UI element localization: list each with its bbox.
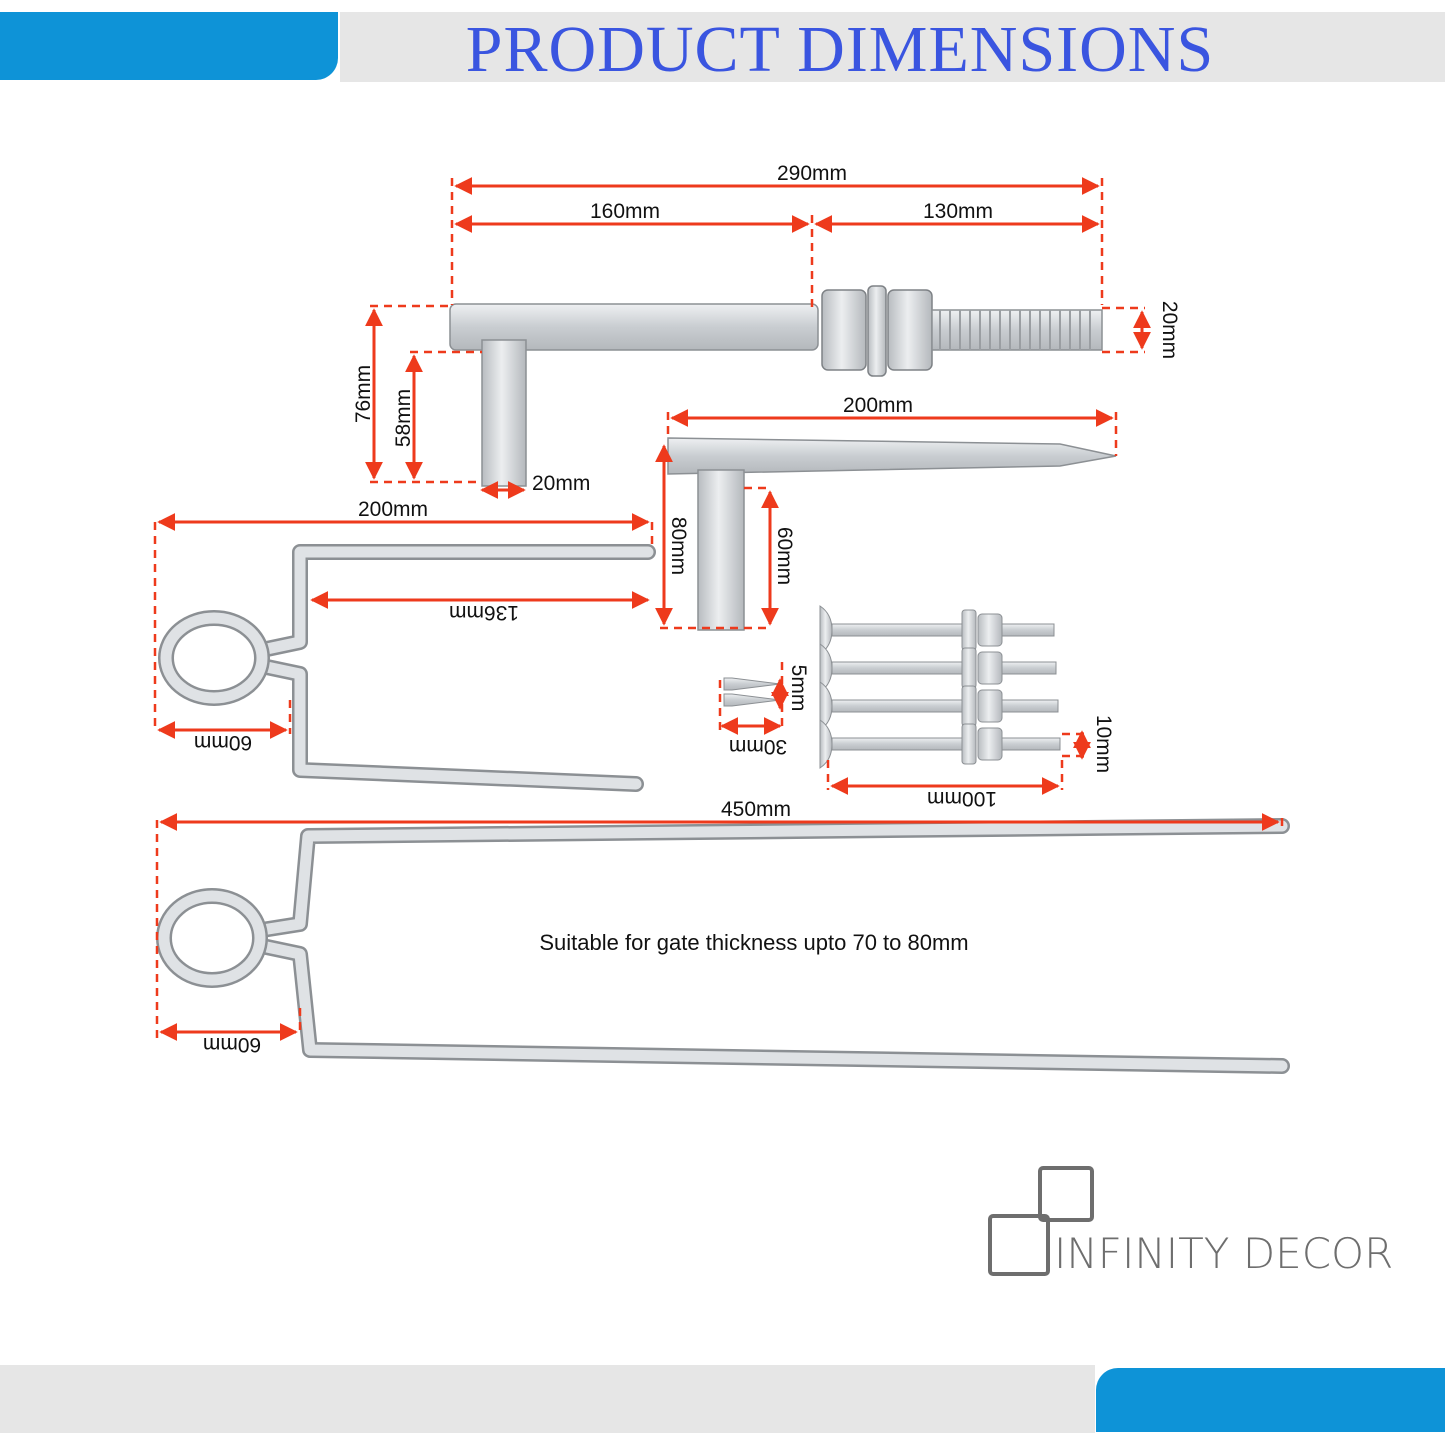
short-strap-edge	[254, 544, 656, 792]
hook-bolt-plate	[449, 303, 819, 351]
hook-bolt-thread-lines	[939, 310, 1091, 350]
short-strap-eye	[160, 612, 268, 704]
hook-bolt-nut-2	[887, 289, 933, 371]
brand-logo: INFINITY DECOR	[988, 1166, 1393, 1278]
footer-accent-bar	[1096, 1368, 1445, 1432]
short-strap-body	[256, 546, 654, 790]
label-spike-hook-pin-height: 60mm	[773, 527, 796, 585]
spike-hook	[667, 437, 1117, 631]
label-screw-diameter: 5mm	[787, 665, 810, 712]
label-long-strap-length: 450mm	[721, 798, 791, 821]
label-hook-bolt-pin-height: 58mm	[392, 389, 415, 447]
label-spike-hook-length: 200mm	[843, 394, 913, 417]
coach-bolt-1	[819, 605, 1055, 655]
long-strap-eye	[158, 890, 266, 986]
header-accent-bar	[0, 12, 338, 80]
coach-bolt-2	[819, 643, 1057, 693]
label-hook-bolt-height: 76mm	[352, 365, 375, 423]
label-coach-bolt-length: 100mm	[927, 787, 997, 810]
logo-square-small-icon	[1038, 1166, 1094, 1222]
footer-bar	[0, 1365, 1095, 1433]
logo-square-large-icon	[988, 1214, 1050, 1276]
dimension-lines	[153, 177, 1284, 1041]
long-strap	[156, 818, 1290, 1074]
hook-bolt-nut-1	[821, 289, 867, 371]
gate-thickness-note: Suitable for gate thickness upto 70 to 8…	[539, 930, 968, 955]
label-hook-bolt-diameter: 20mm	[1158, 301, 1181, 359]
label-screw-length: 30mm	[729, 735, 787, 758]
header-title-bar	[340, 12, 1445, 82]
page-title: PRODUCT DIMENSIONS	[465, 13, 1215, 86]
label-short-strap-length: 200mm	[358, 498, 428, 521]
label-hook-bolt-total: 290mm	[777, 162, 847, 185]
short-strap	[158, 544, 656, 792]
label-hook-bolt-pin-diameter: 20mm	[532, 472, 590, 495]
hook-bolt	[449, 285, 1103, 487]
spike-hook-pin	[697, 469, 745, 631]
label-long-strap-eye: 60mm	[203, 1033, 261, 1056]
coach-bolts	[819, 605, 1061, 769]
hook-bolt-washer	[867, 285, 887, 377]
dimension-labels: 290mm 160mm 130mm 20mm 76mm 58mm 20mm 20…	[194, 162, 1181, 1056]
coach-bolt-3	[819, 681, 1059, 731]
label-hook-bolt-thread: 130mm	[923, 200, 993, 223]
screw-2	[723, 693, 781, 707]
label-short-strap-eye: 60mm	[194, 731, 252, 754]
hook-bolt-thread	[931, 309, 1103, 351]
hook-bolt-pin	[481, 339, 527, 487]
label-coach-bolt-diameter: 10mm	[1092, 715, 1115, 773]
extension-lines	[153, 178, 1284, 1040]
wood-screws	[723, 677, 781, 707]
screw-1	[723, 677, 781, 691]
coach-bolt-4	[819, 719, 1061, 769]
long-strap-body	[256, 820, 1288, 1072]
spike-hook-plate	[667, 437, 1117, 475]
brand-name: INFINITY DECOR	[1054, 1229, 1393, 1278]
label-hook-bolt-plate: 160mm	[590, 200, 660, 223]
label-spike-hook-height: 80mm	[667, 517, 690, 575]
label-short-strap-inner: 136mm	[449, 601, 519, 624]
